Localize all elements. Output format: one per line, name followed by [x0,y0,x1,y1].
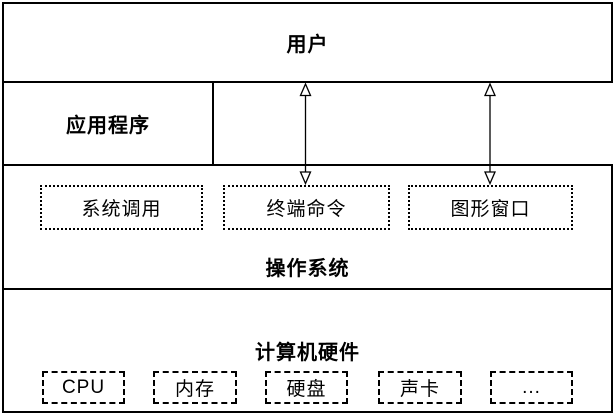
interface-box-system-call: 系统调用 [40,185,203,230]
os-layer-label: 操作系统 [265,258,350,280]
hardware-label-ellipsis: ... [522,376,541,398]
hardware-layer-label: 计算机硬件 [255,342,360,364]
hardware-box-disk: 硬盘 [265,371,348,404]
application-layer-box: 应用程序 [2,83,214,164]
interface-label-terminal-command: 终端命令 [266,199,347,220]
user-layer-box: 用户 [2,2,613,83]
os-layer-box: 系统调用 终端命令 图形窗口 操作系统 [2,164,613,290]
hardware-layer-box: 计算机硬件 CPU 内存 硬盘 声卡 ... [2,290,613,413]
hardware-label-cpu: CPU [61,376,106,398]
hardware-label-memory: 内存 [174,379,215,400]
hardware-box-memory: 内存 [153,371,237,404]
hardware-label-disk: 硬盘 [286,379,327,400]
interface-label-system-call: 系统调用 [81,199,162,220]
user-layer-label: 用户 [286,34,329,56]
application-layer-label: 应用程序 [66,115,150,137]
interface-box-terminal-command: 终端命令 [223,185,390,230]
interface-label-graphical-window: 图形窗口 [450,199,531,220]
hardware-box-ellipsis: ... [490,371,573,404]
hardware-box-cpu: CPU [42,371,125,404]
hardware-label-soundcard: 声卡 [399,379,440,400]
interface-box-graphical-window: 图形窗口 [408,185,573,230]
hardware-box-soundcard: 声卡 [378,371,462,404]
